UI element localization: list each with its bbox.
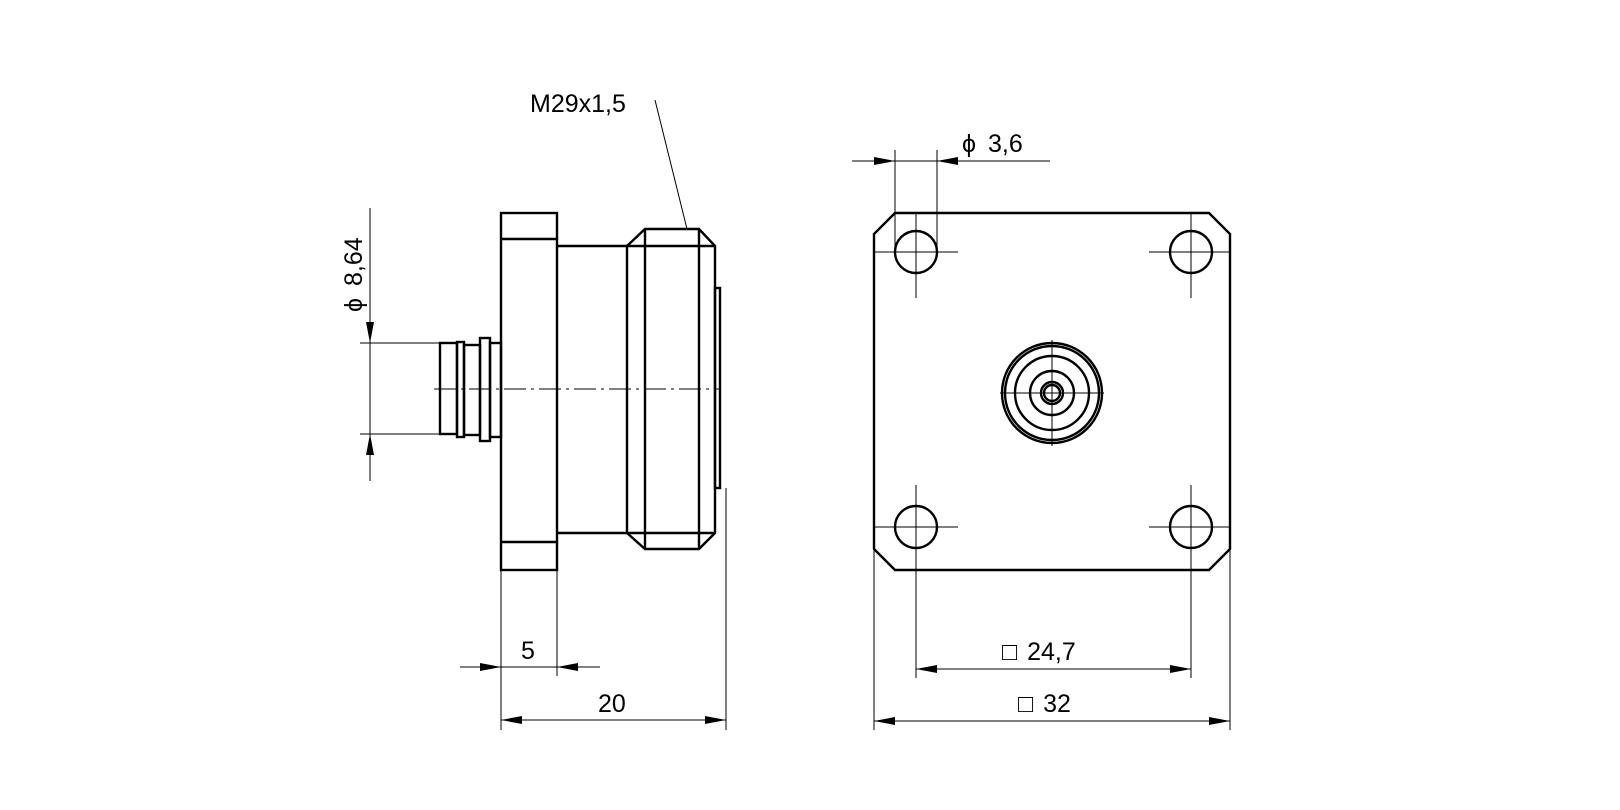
- square-symbol: □: [1018, 690, 1034, 718]
- svg-text:ϕ8,64: ϕ 8,64: [340, 237, 368, 312]
- thread-callout: M29x1,5: [530, 90, 688, 230]
- diameter-symbol: ϕ: [962, 130, 976, 158]
- flange-size-dimension: □ 32: [873, 549, 1231, 730]
- hole-diameter-label: 3,6: [988, 130, 1023, 158]
- diameter-symbol: ϕ: [340, 298, 368, 312]
- end-plate: [713, 286, 722, 490]
- side-view: ϕ 8,64 M29x1,5 5 20: [340, 90, 727, 730]
- hole-diameter-dimension: ϕ 3,6: [852, 130, 1050, 252]
- pin-diameter-dimension: ϕ 8,64: [340, 208, 440, 481]
- body: [557, 244, 627, 535]
- thread-label: M29x1,5: [530, 90, 626, 118]
- flange: [499, 211, 559, 572]
- square-flange: [872, 211, 1232, 572]
- svg-text:ϕ3,6: ϕ 3,6: [962, 130, 1023, 158]
- front-view: ϕ 3,6 □ 24,7 □ 32: [852, 130, 1232, 730]
- svg-text:□32: □ 32: [1018, 690, 1071, 718]
- pin-diameter-label: 8,64: [340, 237, 368, 286]
- square-symbol: □: [1002, 638, 1018, 666]
- hole-spacing-dimension: □ 24,7: [915, 548, 1192, 678]
- hole-spacing-label: 24,7: [1027, 638, 1076, 666]
- svg-text:□24,7: □ 24,7: [1002, 638, 1076, 666]
- center-connector: [1000, 340, 1104, 446]
- overall-length-dimension: 20: [501, 488, 727, 730]
- flange-thickness-label: 5: [521, 637, 535, 665]
- flange-size-label: 32: [1043, 690, 1071, 718]
- overall-length-label: 20: [598, 690, 626, 718]
- flange-thickness-dimension: 5: [460, 570, 600, 730]
